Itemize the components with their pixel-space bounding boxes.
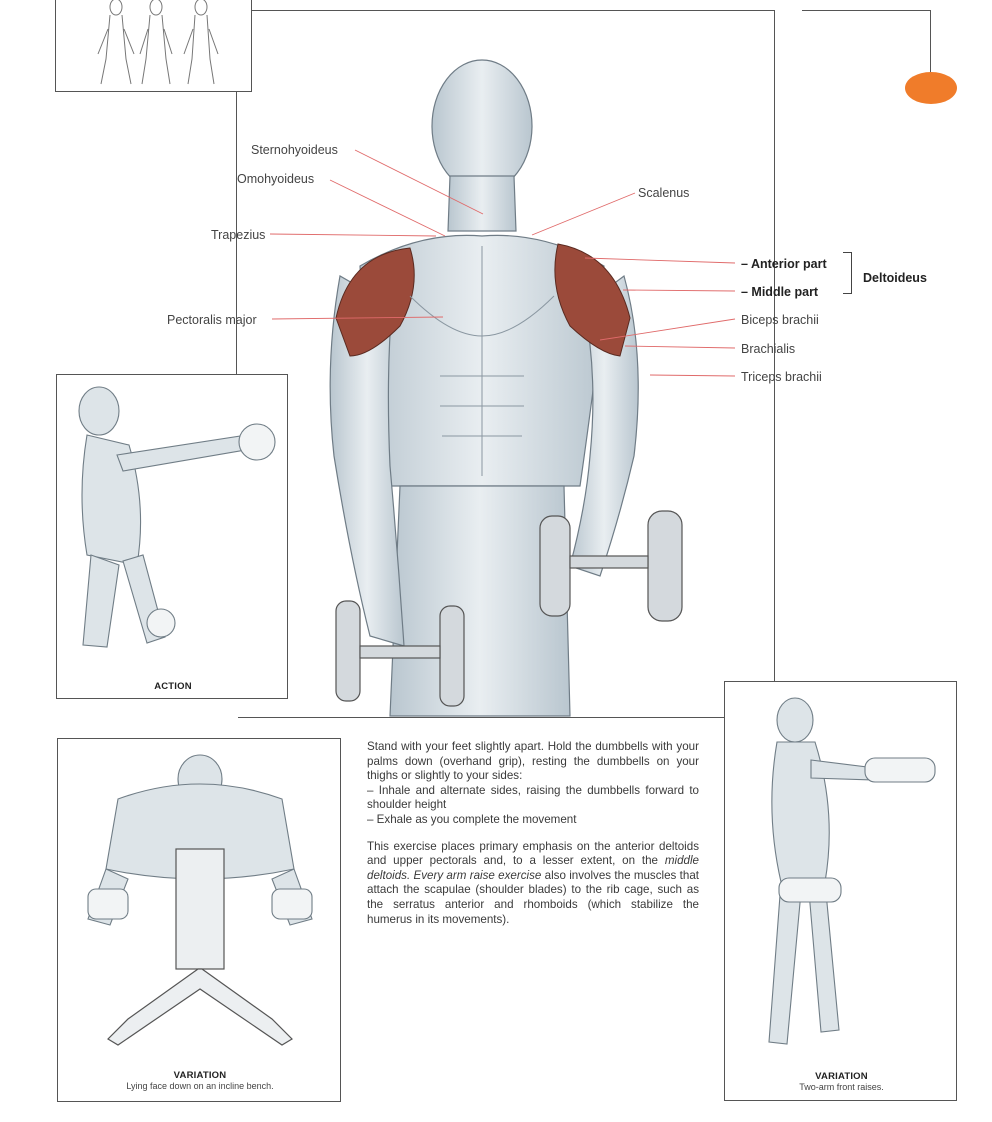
label-triceps-brachii: Triceps brachii — [741, 370, 822, 384]
emphasis-text-b: also involves the muscles that attach th… — [367, 868, 699, 926]
label-sternohyoideus: Sternohyoideus — [251, 143, 338, 157]
label-brachialis: Brachialis — [741, 342, 796, 356]
variation-bench-subtitle: Lying face down on an incline bench. — [126, 1081, 274, 1091]
chapter-tab-marker — [905, 72, 957, 104]
variation-standing-frame: VARIATION Two-arm front raises. — [724, 681, 957, 1101]
label-scalenus: Scalenus — [638, 186, 690, 200]
action-figure-illustration — [78, 386, 276, 648]
emphasis-paragraph: This exercise places primary emphasis on… — [367, 840, 699, 928]
leader-lines — [269, 149, 736, 377]
label-deltoideus: Deltoideus — [863, 271, 927, 285]
variation-bench-illustration — [87, 754, 313, 1046]
deltoid-left-illustration — [335, 247, 415, 357]
frame-line-right — [774, 10, 775, 690]
variation-bench-frame: VARIATION Lying face down on an incline … — [57, 738, 341, 1102]
variation-standing-subtitle: Two-arm front raises. — [799, 1082, 884, 1092]
variation-bench-title: VARIATION — [173, 1070, 227, 1081]
main-anatomy-illustration — [329, 59, 683, 717]
variation-standing-illustration — [768, 697, 936, 1045]
variation-standing-caption: VARIATION Two-arm front raises. — [725, 1071, 958, 1092]
emphasis-text-a: This exercise places primary emphasis on… — [367, 839, 699, 868]
deltoideus-bracket — [843, 252, 852, 294]
instructions-text: Stand with your feet slightly apart. Hol… — [367, 740, 699, 783]
action-caption-title: ACTION — [154, 681, 192, 692]
exercise-description: Stand with your feet slightly apart. Hol… — [367, 740, 699, 939]
label-deltoid-middle: – Middle part — [741, 285, 819, 299]
frame-line-left — [236, 92, 237, 374]
tab-line-h — [802, 10, 930, 11]
tab-line-v — [930, 10, 931, 72]
instructions-paragraph: Stand with your feet slightly apart. Hol… — [367, 740, 699, 828]
label-omohyoideus: Omohyoideus — [237, 172, 315, 186]
label-trapezius: Trapezius — [211, 228, 266, 242]
label-deltoid-anterior: – Anterior part — [741, 257, 827, 271]
action-caption: ACTION — [57, 681, 289, 692]
thumbnail-figures-frame — [55, 0, 252, 92]
thumbnail-figures-illustration — [97, 0, 219, 85]
variation-bench-caption: VARIATION Lying face down on an incline … — [58, 1070, 342, 1091]
label-pectoralis-major: Pectoralis major — [167, 313, 257, 327]
step-exhale: – Exhale as you complete the movement — [367, 812, 577, 826]
emphasis-italic: middle deltoids. Every arm raise exercis… — [367, 854, 699, 882]
frame-line-bottom — [238, 717, 725, 718]
action-illustration-frame: ACTION — [56, 374, 288, 699]
variation-standing-title: VARIATION — [815, 1071, 868, 1082]
deltoid-right-illustration — [554, 243, 631, 357]
step-inhale: – Inhale and alternate sides, raising th… — [367, 783, 699, 812]
label-biceps-brachii: Biceps brachii — [741, 313, 819, 327]
frame-line-top — [252, 10, 775, 11]
